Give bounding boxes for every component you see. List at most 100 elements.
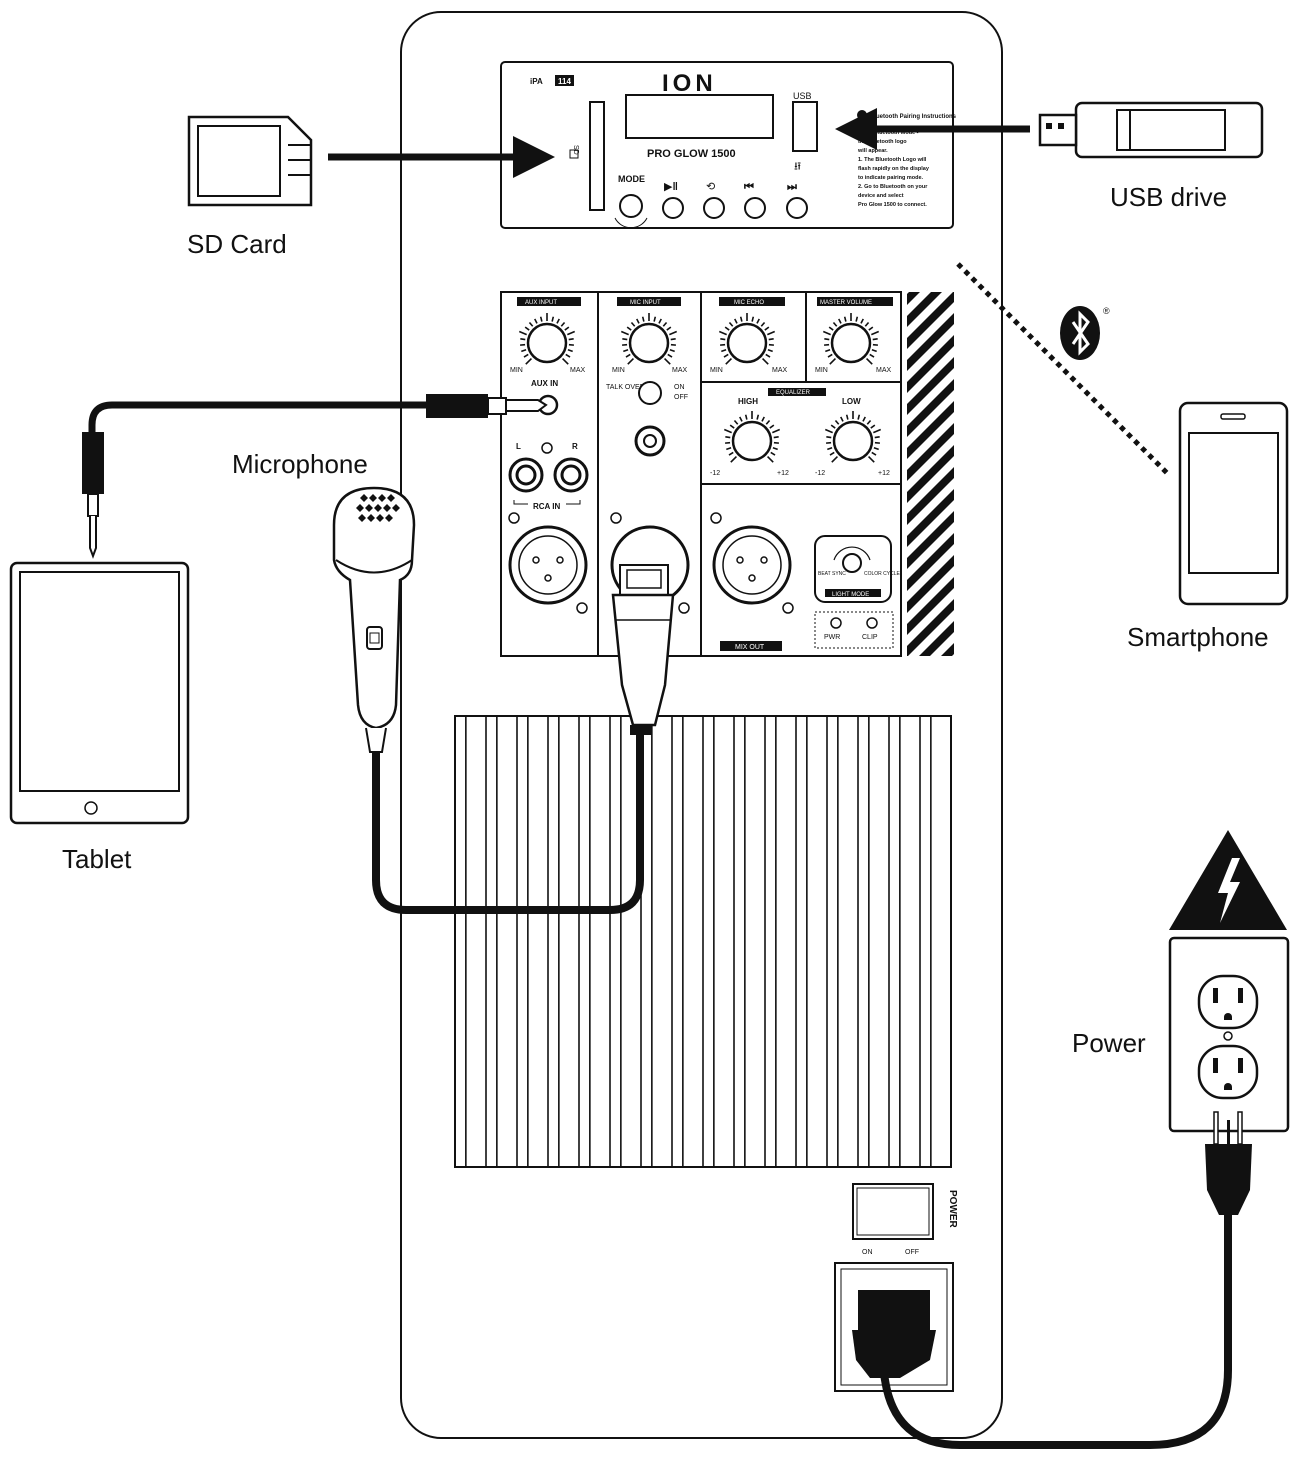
knob-tick (654, 317, 655, 322)
rca-right-jack[interactable] (555, 459, 587, 491)
eq-high-label: HIGH (738, 397, 758, 406)
bt-instructions-title: Bluetooth Pairing Instructions (870, 114, 957, 120)
aux-min-label: MIN (510, 367, 523, 374)
aux-max-label: MAX (570, 367, 586, 374)
talk-over-button[interactable] (639, 382, 661, 404)
sd-card-icon (189, 117, 311, 205)
eq-high-plus-label: +12 (777, 470, 789, 477)
tablet-label: Tablet (62, 844, 132, 874)
mic-min-label: MIN (612, 367, 625, 374)
rca-left-label: L (516, 442, 521, 451)
aux-xlr-input[interactable] (510, 527, 586, 603)
smartphone-label: Smartphone (1127, 622, 1269, 652)
knob-tick (845, 317, 846, 322)
pwr-label: PWR (824, 634, 840, 641)
model-badge-suffix: 114 (558, 77, 571, 86)
mode-knob[interactable] (620, 195, 642, 217)
next-icon: ⏭ (787, 181, 797, 193)
eq-low-minus-label: -12 (815, 470, 825, 477)
usb-drive-label: USB drive (1110, 182, 1227, 212)
light-mode-label: LIGHT MODE (832, 592, 869, 598)
color-cycle-label: COLOR CYCLE (864, 571, 901, 577)
knob-tick (875, 437, 880, 438)
knob-tick (643, 317, 644, 322)
talk-over-on-label: ON (674, 384, 685, 391)
knob-tick (769, 339, 774, 340)
play-pause-icon: ▶‖ (664, 181, 678, 193)
usb-label: USB (793, 91, 812, 101)
usb-icon: ⭿ (794, 161, 801, 173)
knob-tick (847, 415, 848, 420)
usb-drive-icon (1040, 103, 1262, 157)
bt-step-line: 1. The Bluetooth Logo will (858, 157, 927, 163)
previous-icon: ⏮ (744, 181, 754, 193)
play-pause-button[interactable] (663, 198, 683, 218)
knob-tick (741, 317, 742, 322)
power-switch-label: POWER (947, 1190, 958, 1229)
power-label: Power (1072, 1028, 1146, 1058)
knob-tick (671, 339, 676, 340)
previous-button[interactable] (745, 198, 765, 218)
front-panel: iPA 114 ION PRO GLOW 1500 SD USB ⭿ MODE … (501, 62, 957, 228)
heat-sink (455, 716, 951, 1167)
aux-input-title: AUX INPUT (525, 300, 557, 306)
clip-led (867, 618, 877, 628)
bt-step-line: device and select (858, 193, 904, 199)
rca-right-label: R (572, 442, 578, 451)
knob-tick (520, 339, 525, 340)
power-switch-on-label: ON (862, 1249, 873, 1256)
bt-step-line: to indicate pairing mode. (858, 175, 924, 181)
mode-label: MODE (618, 174, 645, 184)
knob-tick (858, 415, 859, 420)
display-screen (626, 95, 773, 138)
microphone-label: Microphone (232, 449, 368, 479)
master-volume-title: MASTER VOLUME (820, 300, 872, 306)
mixer-panel: AUX INPUT MIC INPUT MIC ECHO MASTER VOLU… (501, 292, 901, 656)
smartphone-icon (1180, 403, 1287, 604)
power-switch[interactable] (853, 1184, 933, 1239)
bt-step-line: the Bluetooth logo (858, 139, 907, 145)
echo-max-label: MAX (772, 367, 788, 374)
knob-tick (720, 339, 725, 340)
sd-card-label: SD Card (187, 229, 287, 259)
knob-tick (757, 415, 758, 420)
mic-quarter-inch-jack[interactable] (636, 427, 664, 455)
next-button[interactable] (787, 198, 807, 218)
mic-echo-title: MIC ECHO (734, 300, 764, 306)
repeat-icon: ⟲ (706, 181, 715, 193)
talk-over-off-label: OFF (674, 394, 688, 401)
rca-left-jack[interactable] (510, 459, 542, 491)
aux-in-label: AUX IN (531, 379, 558, 388)
beat-sync-label: BEAT SYNC (818, 571, 846, 577)
bt-step-line: 2. Go to Bluetooth on your (858, 184, 928, 190)
clip-label: CLIP (862, 634, 878, 641)
mic-input-title: MIC INPUT (630, 300, 661, 306)
knob-tick (856, 317, 857, 322)
mix-out-xlr[interactable] (714, 527, 790, 603)
repeat-button[interactable] (704, 198, 724, 218)
bt-step-line: will appear. (857, 148, 888, 154)
knob-tick (622, 339, 627, 340)
bluetooth-small-icon (857, 110, 867, 120)
sd-card-slot[interactable] (590, 102, 604, 210)
model-badge: iPA (530, 77, 543, 86)
wall-outlet-icon (1170, 938, 1288, 1131)
bt-step-line: Pro Glow 1500 to connect. (858, 202, 927, 208)
rca-in-label: RCA IN (533, 502, 560, 511)
mic-max-label: MAX (672, 367, 688, 374)
aux-cable (92, 405, 432, 448)
pwr-led (831, 618, 841, 628)
product-name: PRO GLOW 1500 (647, 148, 736, 160)
master-max-label: MAX (876, 367, 892, 374)
equalizer-title: EQUALIZER (776, 390, 811, 396)
power-switch-off-label: OFF (905, 1249, 919, 1256)
knob-tick (746, 415, 747, 420)
eq-high-minus-label: -12 (710, 470, 720, 477)
knob-tick (552, 317, 553, 322)
brand-logo: ION (662, 70, 717, 97)
mix-out-label: MIX OUT (735, 644, 765, 651)
svg-text:®: ® (1103, 306, 1110, 316)
usb-port[interactable] (793, 102, 817, 151)
echo-min-label: MIN (710, 367, 723, 374)
